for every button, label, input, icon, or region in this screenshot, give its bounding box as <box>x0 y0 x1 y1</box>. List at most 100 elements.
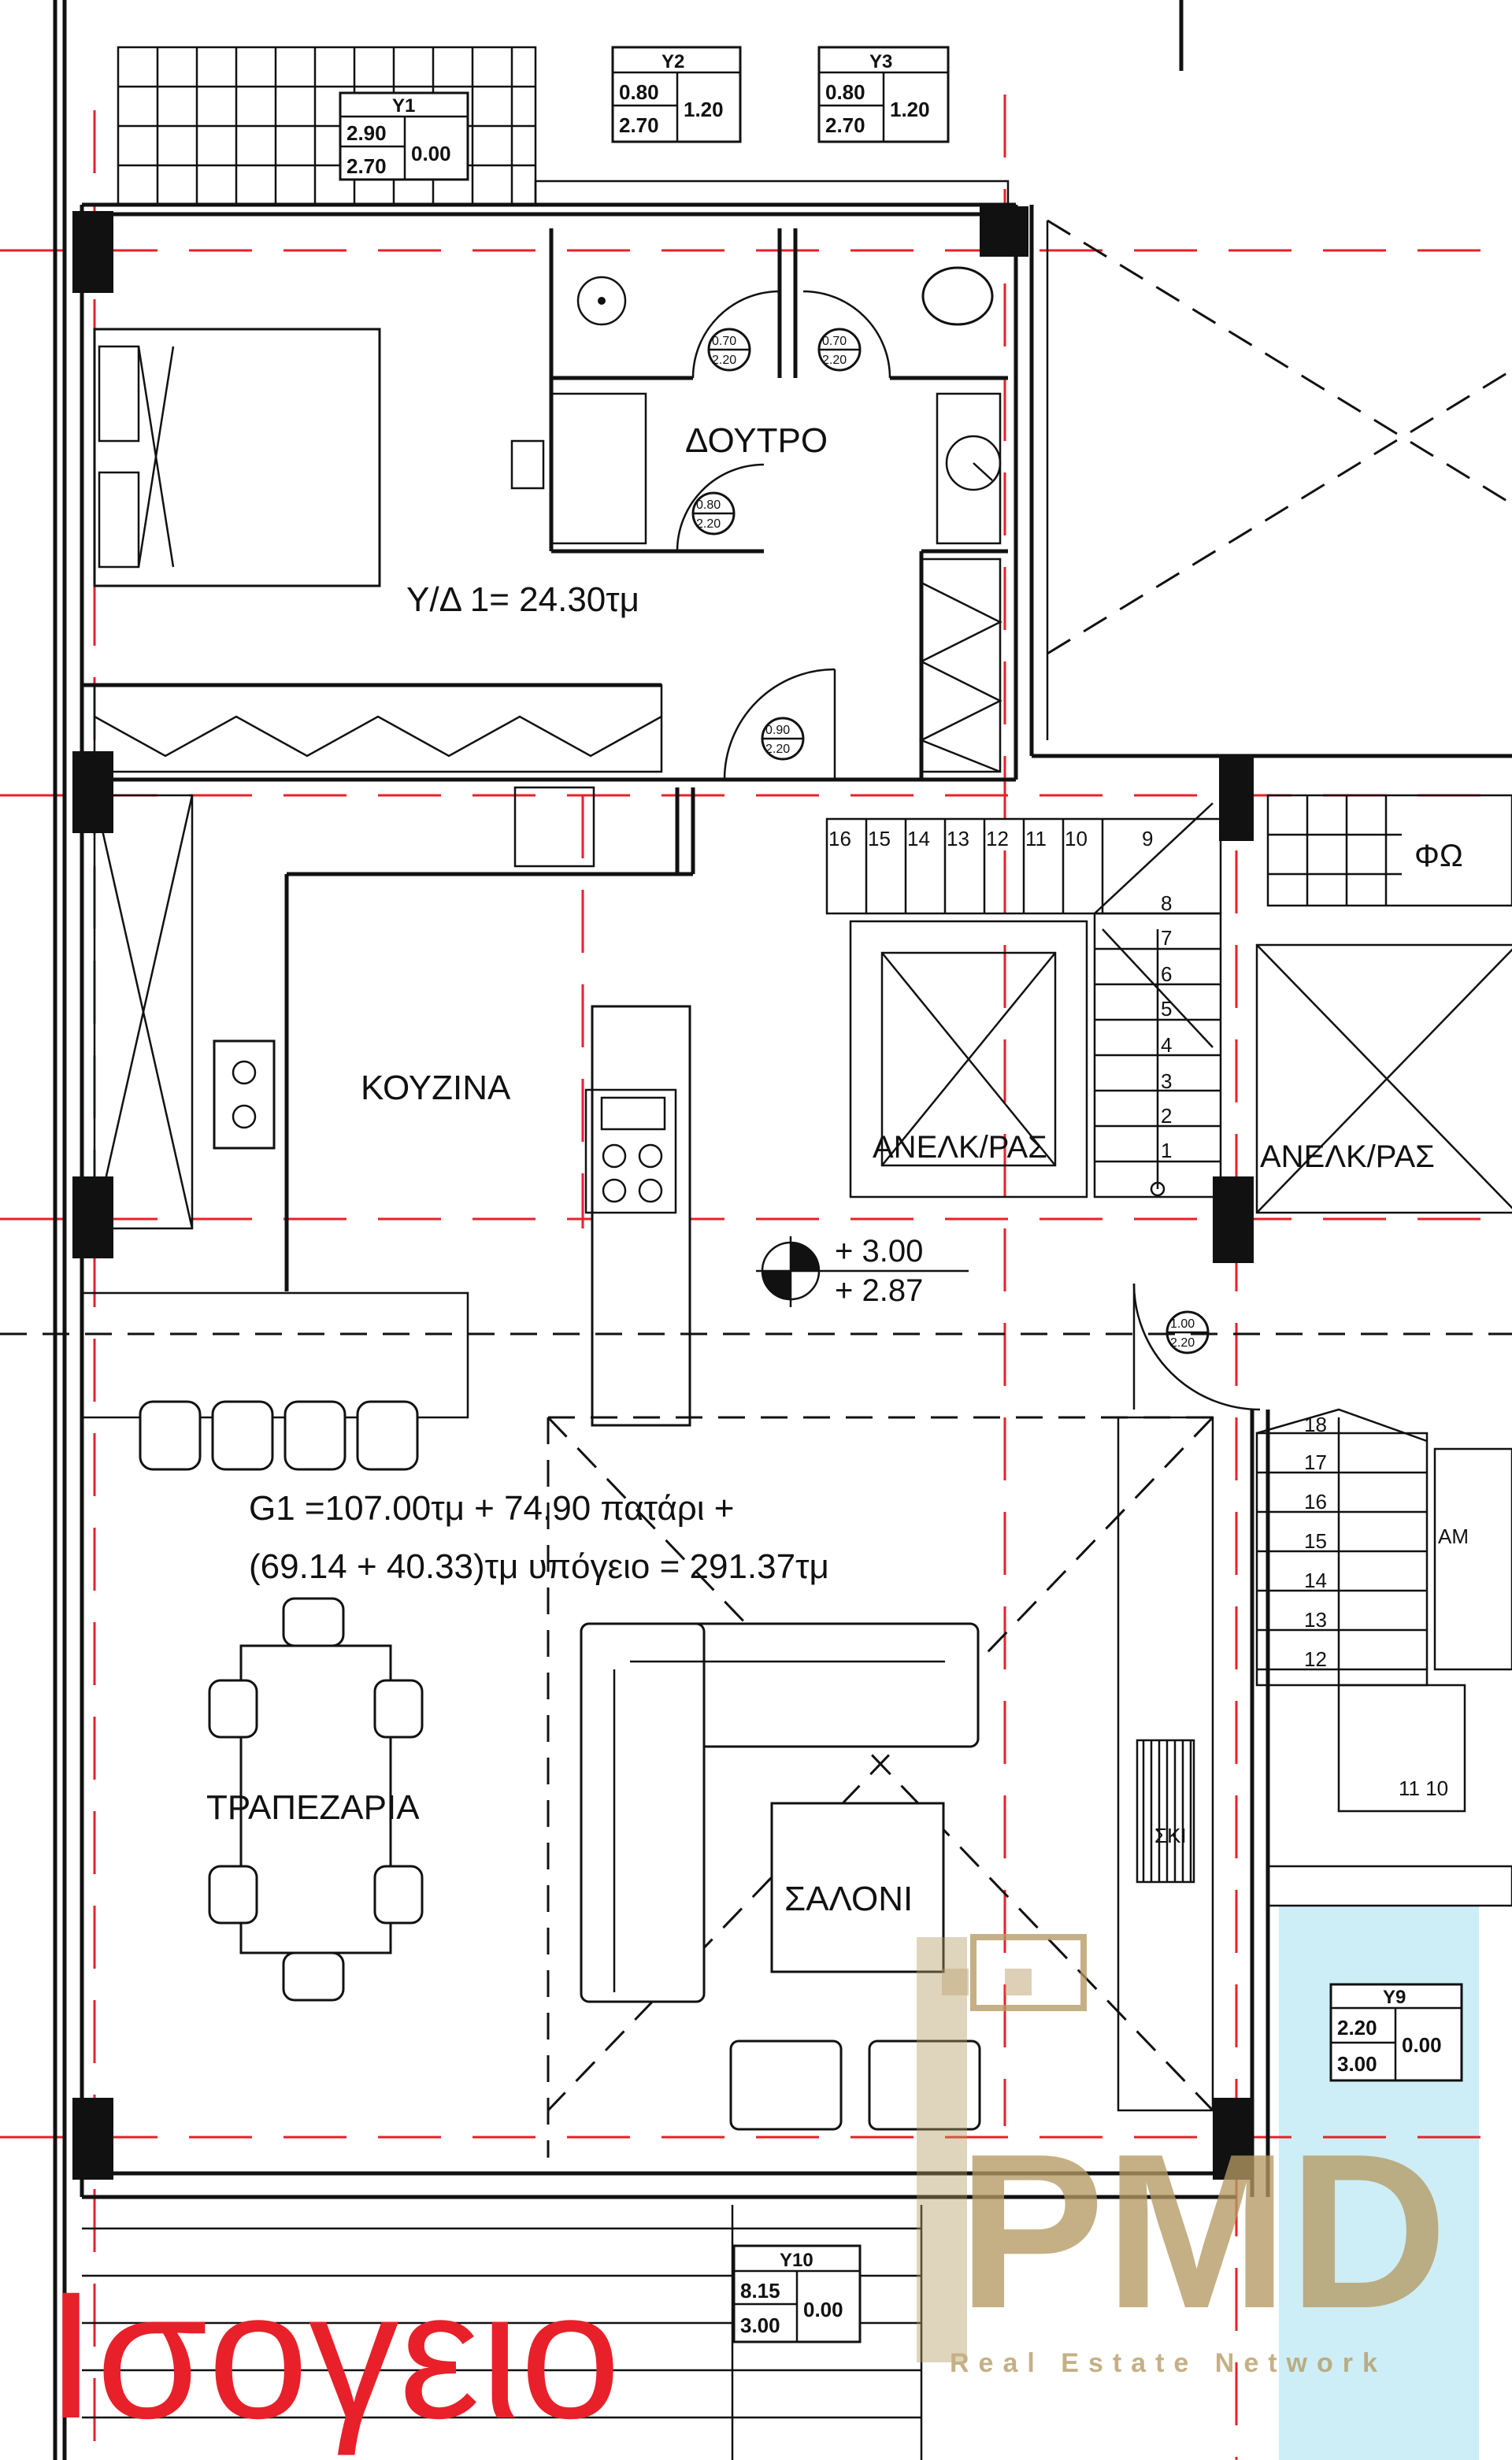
area-summary: G1 =107.00τμ + 74.90 πατάρι + (69.14 + 4… <box>249 1489 829 1586</box>
door-tag-bath: 0.80 2.20 <box>691 491 736 535</box>
svg-text:16: 16 <box>828 827 851 850</box>
svg-text:1.00: 1.00 <box>1170 1317 1195 1331</box>
mezzanine-outline <box>0 1332 1512 2158</box>
kitchen: ΚΟΥΖΙΝΑ <box>82 786 695 1471</box>
kitchen-label: ΚΟΥΖΙΝΑ <box>361 1069 511 1107</box>
svg-text:Y10: Y10 <box>780 2250 813 2271</box>
svg-text:15: 15 <box>1304 1529 1327 1553</box>
void-upper <box>1046 219 1512 740</box>
pmd-watermark: PMD Real Estate Network <box>917 1934 1447 2378</box>
svg-text:0.80: 0.80 <box>696 498 721 512</box>
watermark-brand: PMD <box>958 2109 1447 2354</box>
doors <box>676 290 1261 1411</box>
svg-text:2: 2 <box>1161 1104 1172 1128</box>
svg-text:2.90: 2.90 <box>346 121 387 145</box>
svg-text:2.20: 2.20 <box>822 354 847 367</box>
svg-text:2.70: 2.70 <box>825 113 865 137</box>
stairs-upper: 16 15 14 13 12 11 10 9 8 7 6 5 4 3 2 1 <box>825 802 1222 1199</box>
svg-text:10: 10 <box>1065 827 1088 850</box>
svg-text:3.00: 3.00 <box>1337 2052 1377 2076</box>
svg-text:0.70: 0.70 <box>822 335 847 348</box>
svg-text:3.00: 3.00 <box>740 2314 780 2337</box>
svg-text:2.20: 2.20 <box>1337 2016 1377 2040</box>
door-tag-wc-1: 0.70 2.20 <box>707 328 751 372</box>
stair-side-label: ΑΜ <box>1438 1525 1469 1548</box>
svg-text:0.80: 0.80 <box>825 80 865 104</box>
door-tag-bedroom: 0.90 2.20 <box>761 717 805 761</box>
svg-text:14: 14 <box>1304 1569 1327 1592</box>
stairs-lower: 18 17 16 15 14 13 12 11 10 ΑΜ <box>1255 1408 1512 1907</box>
svg-text:2.70: 2.70 <box>619 113 659 137</box>
svg-text:0.00: 0.00 <box>803 2298 843 2321</box>
light-well: ΦΩ <box>1266 794 1512 907</box>
svg-text:11: 11 <box>1025 827 1047 850</box>
door-tags: 0.70 2.20 0.70 2.20 0.80 2.20 0.90 2.20 … <box>691 328 1210 1354</box>
level-top: + 3.00 <box>835 1234 923 1269</box>
svg-text:Y3: Y3 <box>869 51 892 72</box>
door-tag-entry: 1.00 2.20 <box>1166 1310 1210 1354</box>
living-label: ΣΑΛΟΝΙ <box>784 1880 913 1918</box>
svg-text:13: 13 <box>947 827 969 850</box>
watermark-building-icon <box>917 1937 967 2362</box>
svg-text:1.20: 1.20 <box>684 98 724 121</box>
svg-text:0.70: 0.70 <box>712 335 736 348</box>
svg-text:14: 14 <box>907 827 930 850</box>
dining-label: ΤΡΑΠΕΖΑΡΙΑ <box>206 1788 420 1827</box>
svg-text:5: 5 <box>1161 997 1172 1021</box>
floor-title: Ισογειο <box>46 2254 621 2456</box>
elevator-1: ΑΝΕΛΚ/ΡΑΣ <box>849 920 1088 1199</box>
svg-text:Y9: Y9 <box>1383 1987 1406 2008</box>
window-tag-y3: Y3 0.80 2.70 1.20 <box>817 46 950 143</box>
bed <box>93 328 381 587</box>
elevator-2: ΑΝΕΛΚ/ΡΑΣ <box>1255 943 1512 1214</box>
elevator-1-label: ΑΝΕΛΚ/ΡΑΣ <box>873 1130 1047 1165</box>
living: ΣΑΛΟΝΙ <box>580 1622 981 2131</box>
area-summary-line2: (69.14 + 40.33)τμ υπόγειο = 291.37τμ <box>249 1547 829 1586</box>
svg-text:17: 17 <box>1304 1450 1327 1474</box>
svg-text:16: 16 <box>1304 1490 1327 1513</box>
dining-table <box>239 1644 392 1954</box>
coffee-table <box>770 1802 945 1973</box>
svg-text:9: 9 <box>1142 827 1153 850</box>
svg-text:1.20: 1.20 <box>890 98 930 121</box>
svg-text:0.90: 0.90 <box>765 724 790 737</box>
elevator-2-label: ΑΝΕΛΚ/ΡΑΣ <box>1260 1139 1435 1174</box>
area-summary-line1: G1 =107.00τμ + 74.90 πατάρι + <box>249 1489 735 1528</box>
svg-text:7: 7 <box>1161 926 1172 950</box>
window-tag-y2: Y2 0.80 2.70 1.20 <box>611 46 742 143</box>
svg-text:2.20: 2.20 <box>765 743 790 756</box>
svg-text:15: 15 <box>868 827 891 850</box>
svg-text:0.80: 0.80 <box>619 80 659 104</box>
dining: ΤΡΑΠΕΖΑΡΙΑ <box>206 1597 424 2002</box>
storage-label: ΣΚΙ <box>1154 1824 1187 1847</box>
svg-text:3: 3 <box>1161 1069 1172 1093</box>
svg-text:12: 12 <box>986 827 1009 850</box>
svg-text:13: 13 <box>1304 1608 1327 1632</box>
svg-text:12: 12 <box>1304 1647 1327 1671</box>
watermark-tagline: Real Estate Network <box>950 2348 1387 2378</box>
svg-text:18: 18 <box>1304 1413 1327 1436</box>
svg-text:Y1: Y1 <box>392 95 415 117</box>
svg-text:2.20: 2.20 <box>1170 1336 1195 1350</box>
svg-text:0.00: 0.00 <box>411 142 451 165</box>
svg-text:2.20: 2.20 <box>696 517 721 531</box>
structural-columns <box>72 206 1254 2180</box>
svg-text:11 10: 11 10 <box>1399 1776 1448 1800</box>
svg-text:6: 6 <box>1161 962 1172 986</box>
bathroom: ΔΟΥΤΡΟ <box>510 228 1008 780</box>
bathroom-label: ΔΟΥΤΡΟ <box>685 421 828 460</box>
window-tag-y9: Y9 2.20 3.00 0.00 <box>1329 1983 1463 2082</box>
svg-text:8.15: 8.15 <box>740 2279 780 2303</box>
window-tag-y1: Y1 2.90 2.70 0.00 <box>339 91 469 181</box>
bedroom-area-label: Υ/Δ 1= 24.30τμ <box>406 580 639 619</box>
svg-text:2.20: 2.20 <box>712 354 736 367</box>
level-marker: + 3.00 + 2.87 <box>756 1234 969 1308</box>
svg-text:8: 8 <box>1161 891 1172 915</box>
svg-text:0.00: 0.00 <box>1402 2033 1442 2057</box>
sink <box>213 1039 276 1150</box>
door-tag-wc-2: 0.70 2.20 <box>817 328 862 372</box>
svg-text:4: 4 <box>1161 1033 1172 1057</box>
svg-text:Y2: Y2 <box>662 51 684 72</box>
kitchen-island <box>591 1005 691 1427</box>
